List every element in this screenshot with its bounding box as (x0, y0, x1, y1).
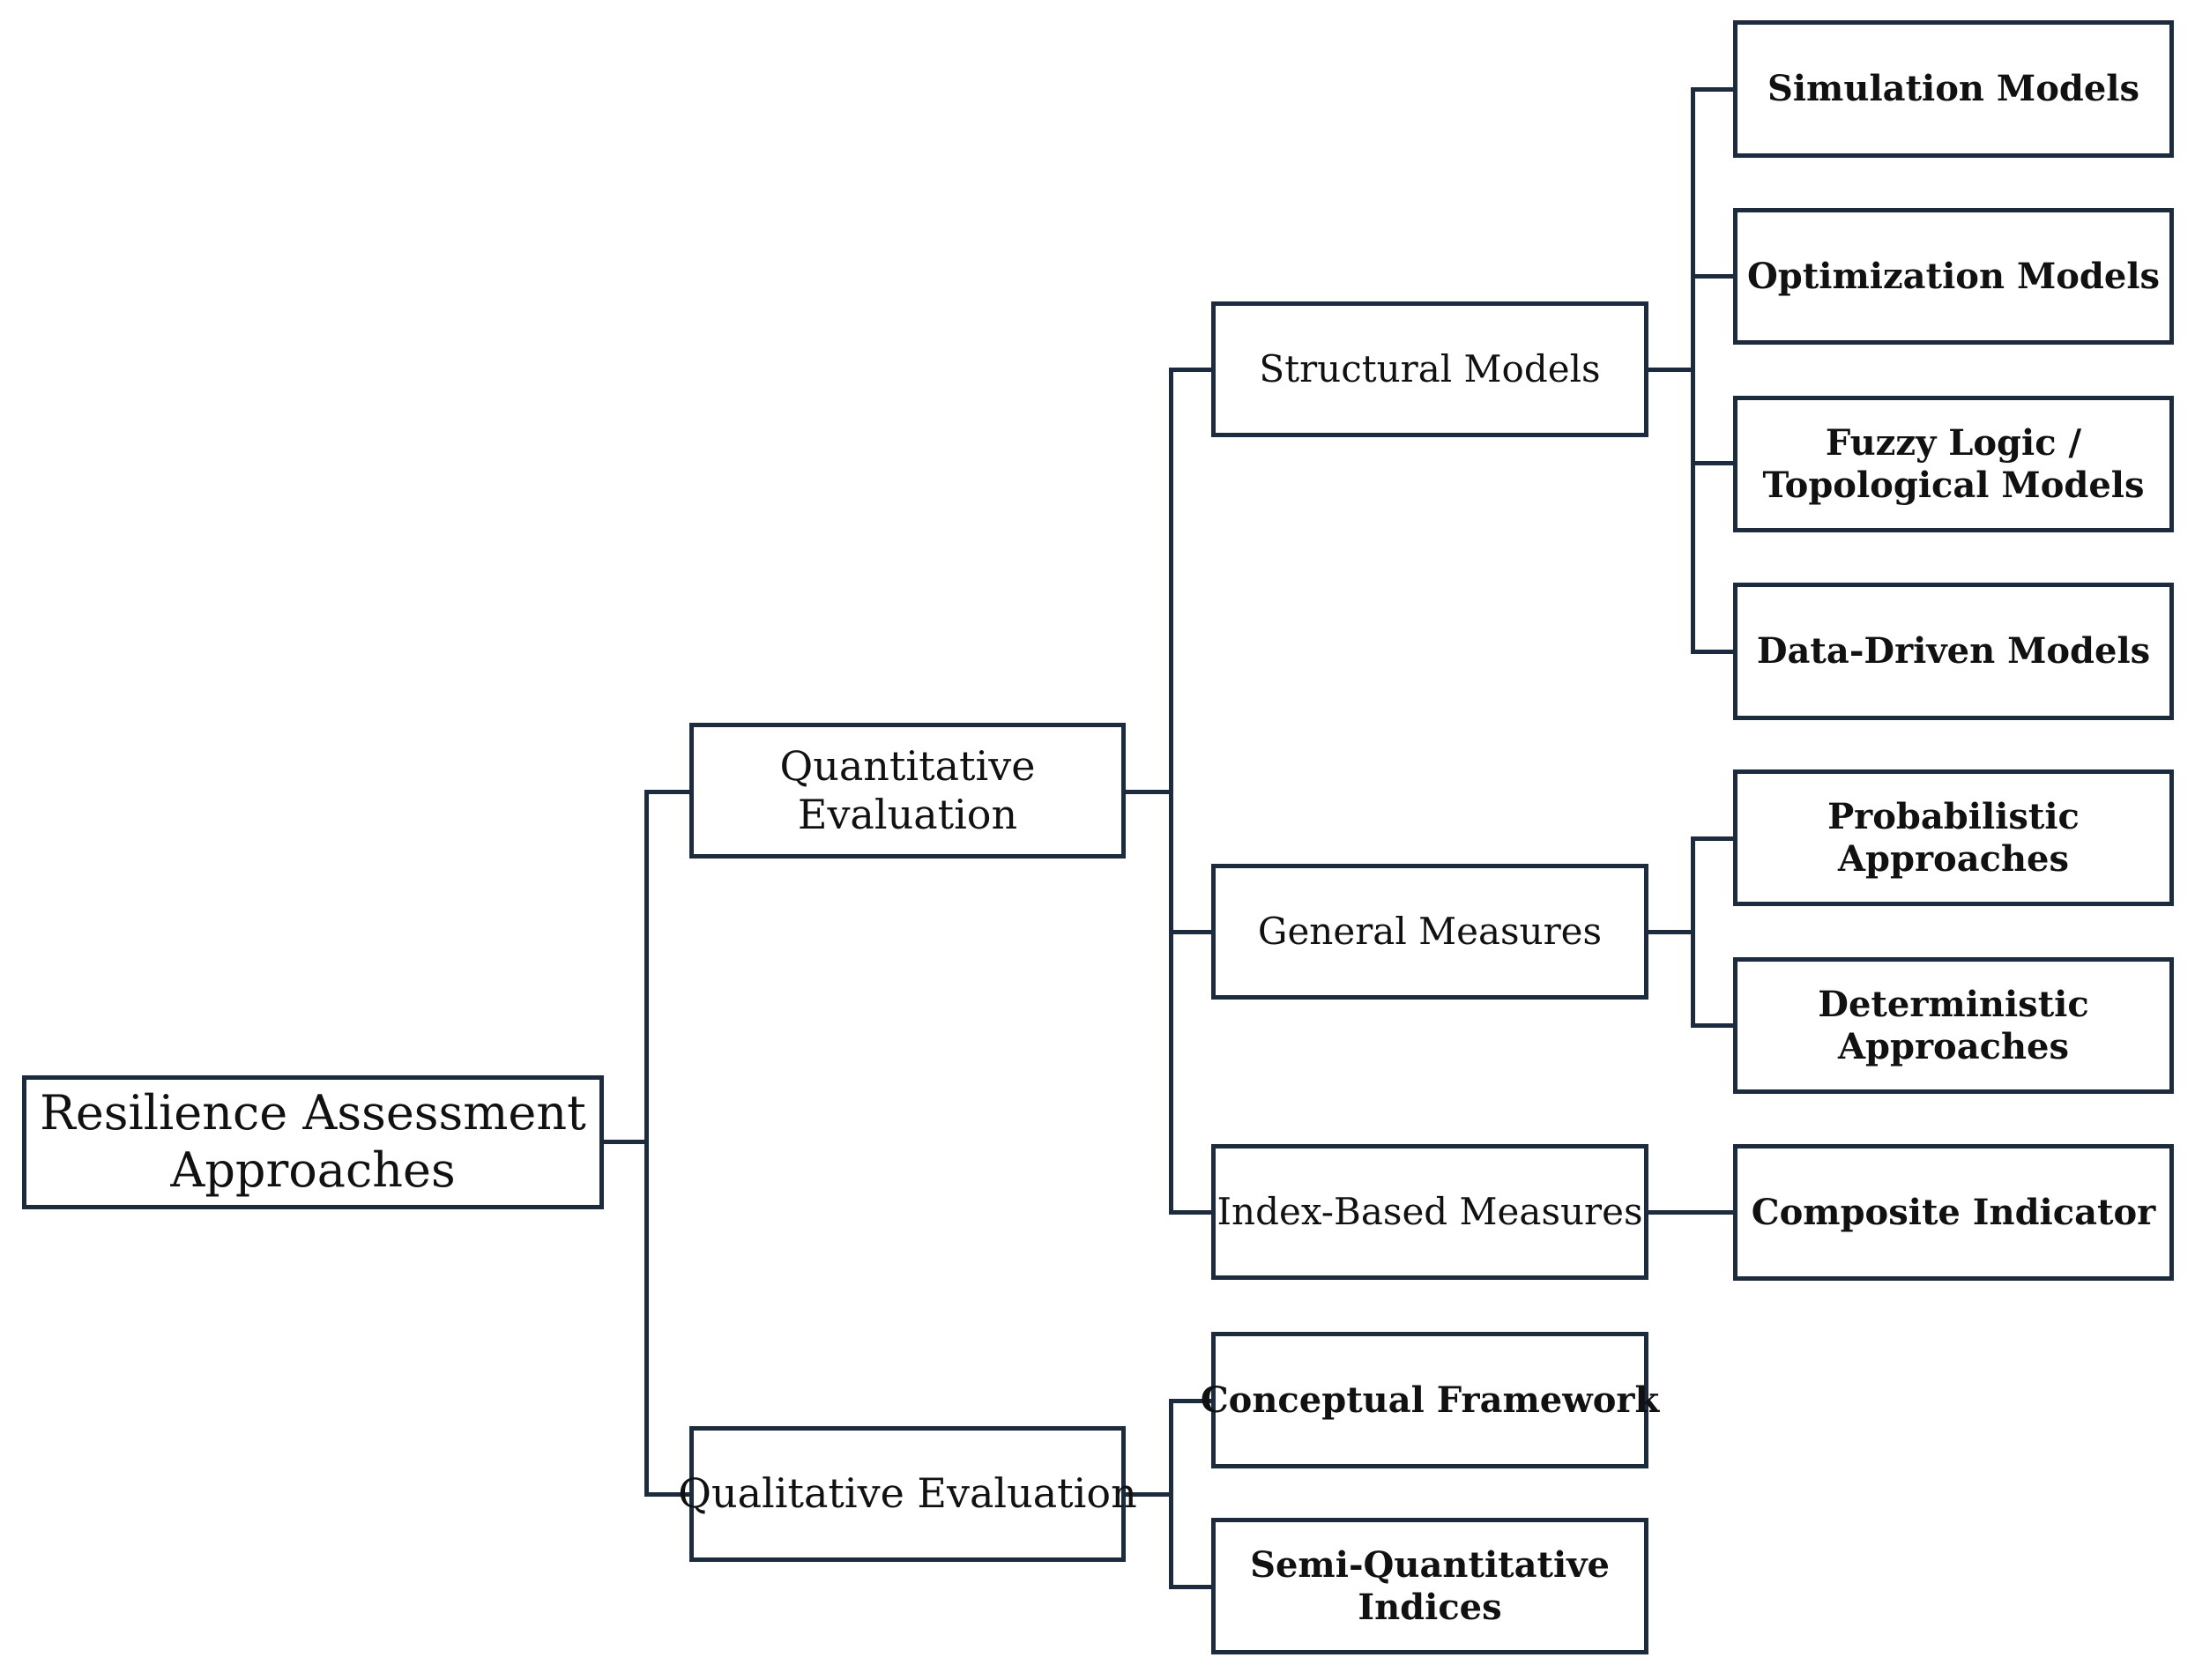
node-label-line: Indices (1358, 1586, 1502, 1628)
connector-structural-trunk (1647, 368, 1694, 372)
connector-to-index (1169, 1210, 1213, 1215)
node-label: Composite Indicator (1751, 1191, 2156, 1233)
node-label-line: Semi-Quantitative (1250, 1543, 1610, 1586)
connector-root-trunk (602, 1140, 646, 1144)
node-label-line: Approaches (1837, 1025, 2070, 1067)
connector-to-conceptual (1169, 1399, 1213, 1403)
node-label-line: Evaluation (797, 791, 1018, 838)
node-label: Data-Driven Models (1756, 630, 2151, 672)
node-label-line: Resilience Assessment (40, 1085, 586, 1141)
connector-to-data-driven (1691, 650, 1735, 654)
node-conceptual-framework: Conceptual Framework (1201, 1332, 1659, 1468)
node-semi-quantitative-indices: Semi-Quantitative Indices (1211, 1518, 1648, 1654)
node-label-line: Quantitative (779, 741, 1036, 790)
node-probabilistic-approaches: Probabilistic Approaches (1733, 769, 2174, 906)
node-label-line: Deterministic (1818, 983, 2089, 1025)
node-label: Qualitative Evaluation (678, 1469, 1137, 1518)
node-structural-models: Structural Models (1211, 301, 1648, 437)
node-resilience-assessment-approaches: Resilience Assessment Approaches (22, 1075, 604, 1209)
connector-to-optimization (1691, 274, 1735, 279)
connector-level1-vertical (644, 790, 649, 1497)
connector-to-simulation (1691, 87, 1735, 92)
node-label-line: Approaches (1837, 837, 2070, 880)
node-general-measures: General Measures (1211, 864, 1648, 1000)
node-fuzzy-logic-topological-models: Fuzzy Logic / Topological Models (1733, 396, 2174, 532)
connector-to-probabilistic (1691, 836, 1735, 841)
node-label: General Measures (1257, 909, 1603, 953)
node-optimization-models: Optimization Models (1733, 208, 2174, 345)
node-label-line: Probabilistic (1827, 795, 2080, 837)
node-label: Index-Based Measures (1217, 1189, 1643, 1233)
node-simulation-models: Simulation Models (1733, 20, 2174, 158)
node-deterministic-approaches: Deterministic Approaches (1733, 957, 2174, 1094)
connector-to-qualitative (644, 1492, 691, 1497)
node-composite-indicator: Composite Indicator (1733, 1144, 2174, 1281)
connector-general-trunk (1647, 930, 1694, 934)
node-index-based-measures: Index-Based Measures (1211, 1144, 1648, 1280)
node-label-line: Approaches (170, 1142, 456, 1198)
connector-qualitative-trunk (1124, 1492, 1172, 1497)
node-label: Conceptual Framework (1200, 1379, 1660, 1421)
node-quantitative-evaluation: Quantitative Evaluation (689, 723, 1126, 859)
node-label: Simulation Models (1767, 68, 2140, 109)
node-data-driven-models: Data-Driven Models (1733, 583, 2174, 720)
node-qualitative-evaluation: Qualitative Evaluation (678, 1426, 1137, 1562)
node-label: Structural Models (1259, 346, 1601, 390)
connector-index-to-composite (1647, 1210, 1735, 1215)
node-label: Optimization Models (1746, 255, 2161, 297)
connector-general-vertical (1691, 836, 1695, 1028)
connector-to-structural (1169, 368, 1213, 372)
connector-to-general (1169, 930, 1213, 934)
connector-quantitative-trunk (1124, 790, 1172, 794)
connector-to-fuzzy (1691, 461, 1735, 465)
connector-to-quantitative (644, 790, 691, 794)
connector-to-deterministic (1691, 1023, 1735, 1028)
node-label-line: Fuzzy Logic / (1825, 421, 2082, 464)
connector-level2-vertical (1169, 368, 1173, 1215)
connector-qualitative-vertical (1169, 1399, 1173, 1589)
connector-to-semi (1169, 1585, 1213, 1589)
node-label-line: Topological Models (1762, 464, 2145, 506)
connector-structural-vertical (1691, 87, 1695, 654)
